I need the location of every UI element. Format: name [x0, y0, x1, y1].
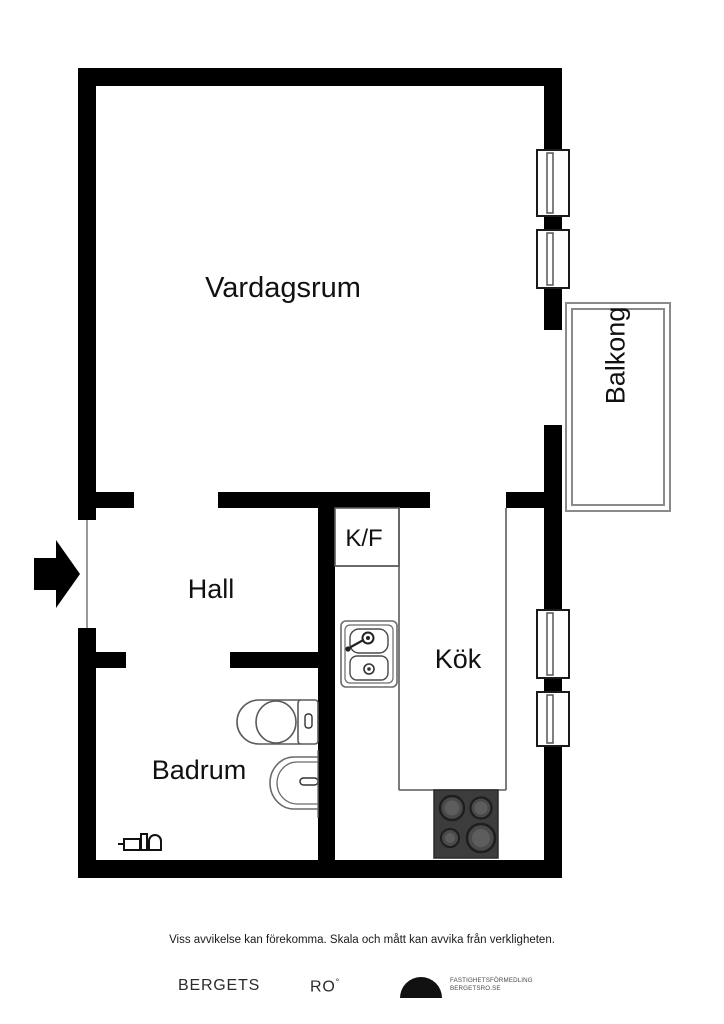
windows: [536, 149, 570, 747]
brand-ro-ring-mark: °: [335, 977, 341, 987]
room-label-balkong: Balkong: [600, 306, 631, 405]
floor-plan-drawing: [34, 68, 671, 878]
agency-logo-text: FASTIGHETSFÖRMEDLING BERGETSRO.SE: [450, 977, 560, 993]
agency-logo-line-1: FASTIGHETSFÖRMEDLING: [450, 977, 533, 984]
living-room-window-lower: [536, 229, 570, 289]
room-label-vardagsrum: Vardagsrum: [205, 272, 361, 304]
floor-plan: Vardagsrum Hall Badrum Kök K/F Balkong: [34, 68, 671, 878]
kitchen-window-upper: [536, 609, 570, 679]
toilet: [236, 699, 319, 745]
footer: Viss avvikelse kan förekomma. Skala och …: [0, 910, 724, 1024]
brand-wordmark-bergets: BERGETS: [178, 977, 261, 994]
fridge-freezer-cabinet: [334, 507, 507, 791]
stove-cooktop: [433, 789, 499, 859]
dome-icon: [400, 977, 442, 998]
agency-logo-line-2: BERGETSRO.SE: [450, 984, 501, 992]
kitchen-window-lower: [536, 691, 570, 747]
washbasin: [269, 750, 319, 818]
entrance-direction-arrow: [34, 520, 88, 628]
floor-drain: [118, 833, 162, 851]
room-label-badrum: Badrum: [151, 755, 247, 785]
brand-wordmark-ro: RO°: [310, 977, 340, 996]
living-room-window-upper: [536, 149, 570, 217]
interior-walls: [78, 492, 562, 860]
brand-ro-text: RO: [310, 978, 336, 996]
agency-logo: FASTIGHETSFÖRMEDLING BERGETSRO.SE: [400, 970, 560, 1004]
kitchen-sink: [340, 620, 398, 688]
disclaimer-text: Viss avvikelse kan förekomma. Skala och …: [169, 934, 555, 946]
brand-row: BERGETS RO° FASTIGHETSFÖRMEDLING BERGETS…: [0, 968, 724, 1008]
room-label-hall: Hall: [187, 574, 235, 604]
balcony-outline: [565, 302, 671, 512]
outer-walls: [78, 68, 562, 878]
room-label-kf: K/F: [345, 525, 383, 552]
room-label-kok: Kök: [434, 644, 482, 674]
